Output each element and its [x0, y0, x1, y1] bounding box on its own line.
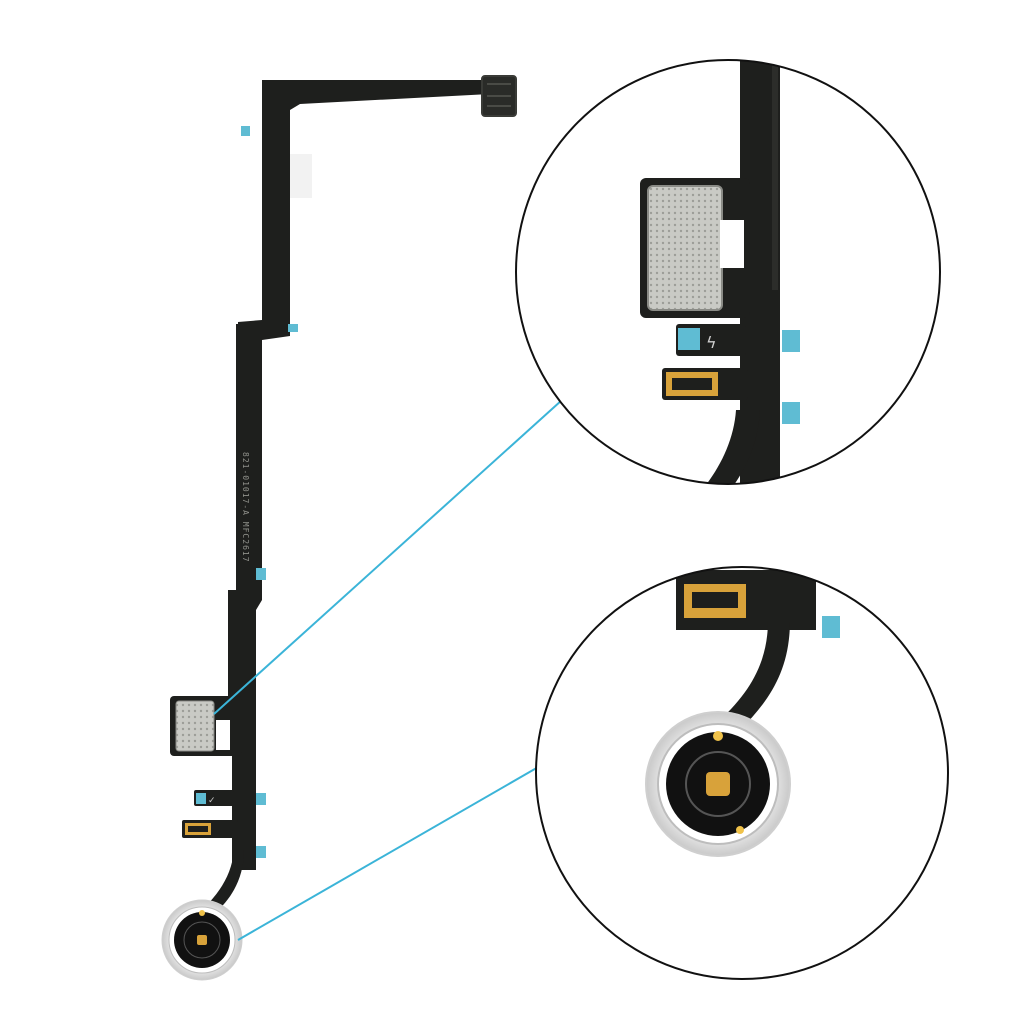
callout-line-top [213, 399, 563, 715]
white-label-sticker [290, 154, 312, 198]
flex-cable: 821-01017-A MFC2617 ✓ [170, 75, 517, 914]
flex-cable-upper-vertical [262, 96, 290, 330]
zoom-circle-bottom [535, 566, 949, 980]
cable-print-text: 821-01017-A MFC2617 [241, 452, 250, 563]
home-button-icon [161, 899, 243, 981]
zoom-circle-top: ϟ [515, 59, 941, 485]
svg-text:✓: ✓ [208, 796, 216, 806]
svg-text:ϟ: ϟ [706, 333, 717, 352]
flex-cable-top-arm [262, 80, 492, 130]
callout-line-bottom [237, 765, 541, 941]
zoom-home-button [645, 711, 791, 857]
flex-cable-tail [204, 850, 244, 914]
blue-tape-markers [241, 126, 298, 858]
zoom-metal-shield [647, 185, 723, 311]
metal-shield-icon [175, 700, 215, 752]
